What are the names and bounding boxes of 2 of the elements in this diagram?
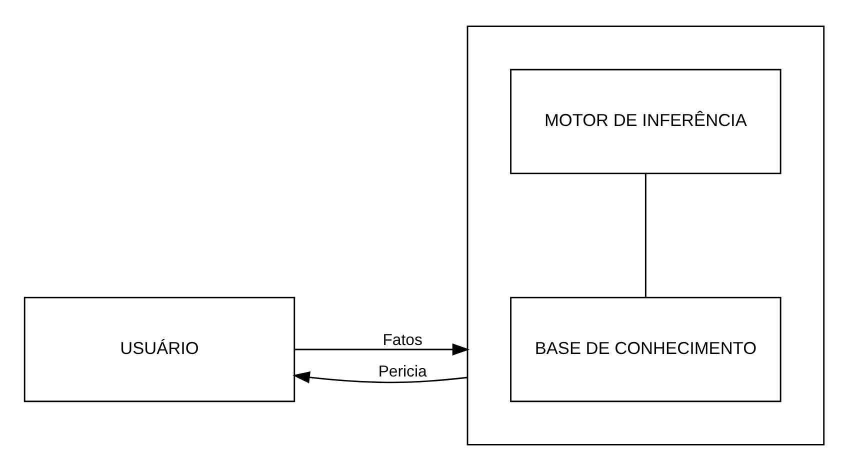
edge-label: Pericia: [378, 363, 427, 380]
edge-label: Fatos: [382, 331, 422, 348]
